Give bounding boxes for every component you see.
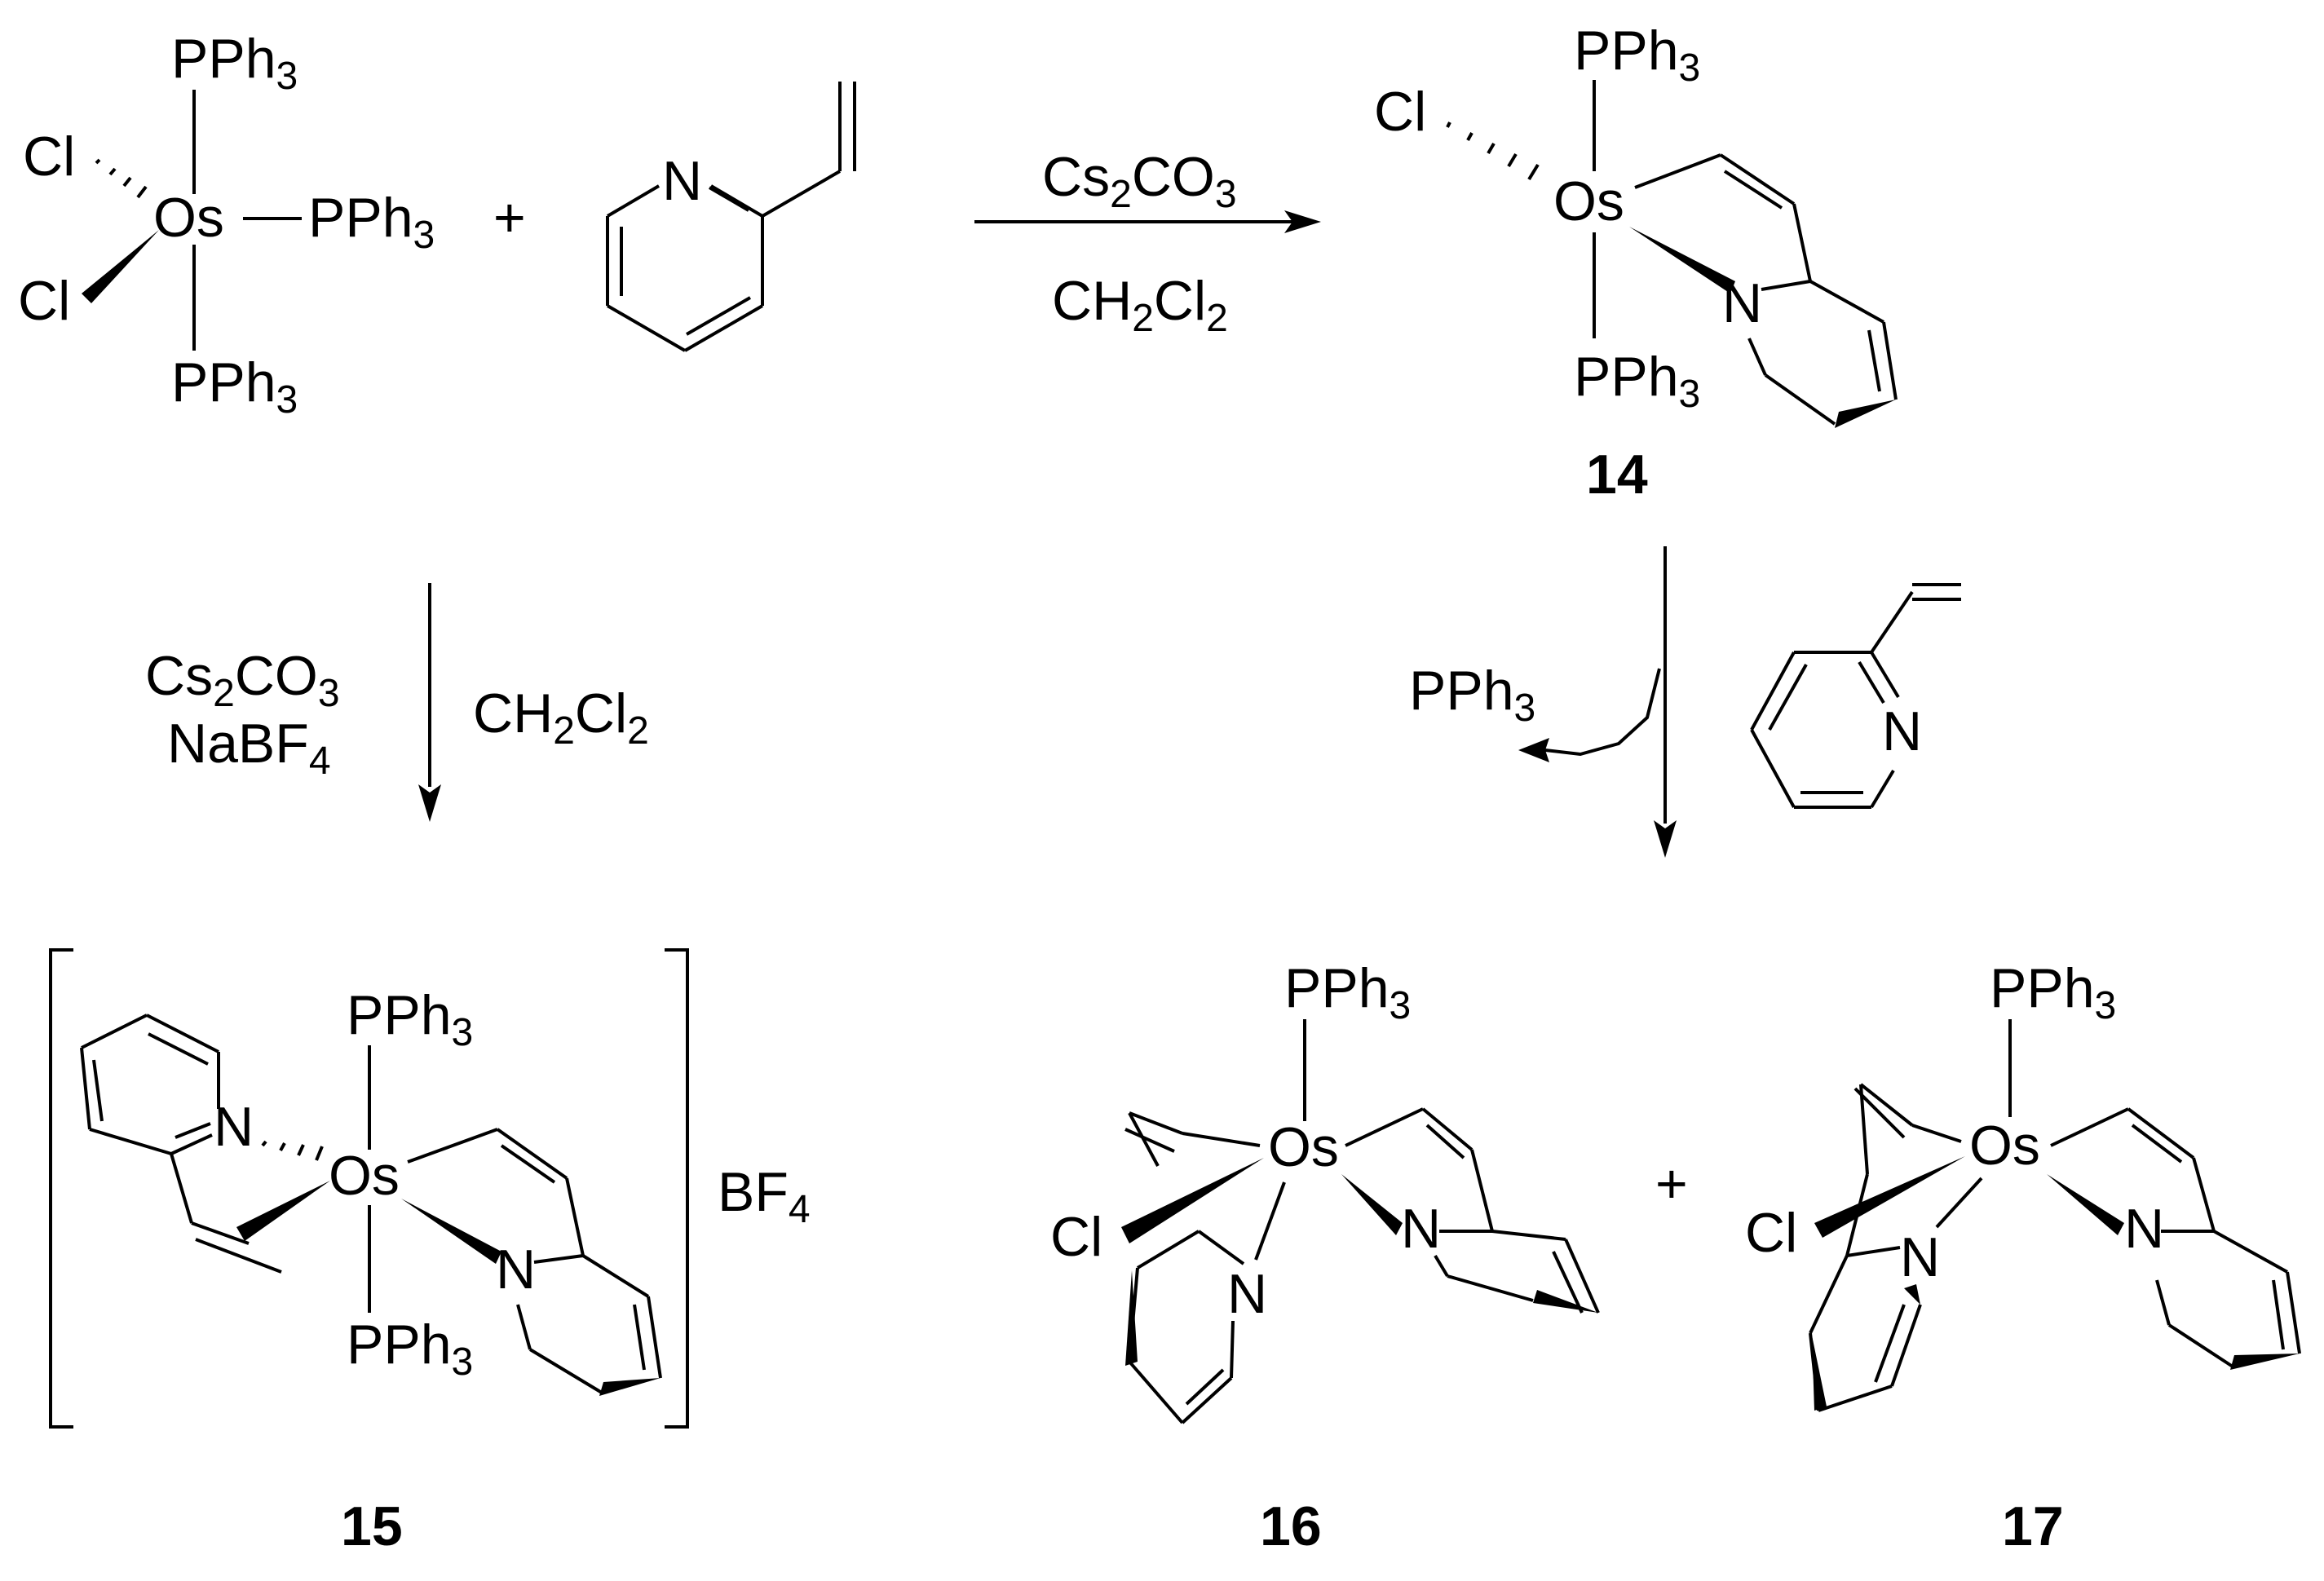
wedge-bond-n-14 (1629, 227, 1735, 294)
pph3-bottom-label-15: PPh3 (347, 1314, 473, 1384)
os-atom: Os (153, 187, 224, 249)
reaction-arrow-top: Cs2CO3 CH2Cl2 (974, 146, 1321, 340)
pyridine-n-atom-15b: N (496, 1239, 536, 1301)
pyridine-n-atom-14: N (1722, 272, 1762, 334)
cl-atom-lower: Cl (18, 270, 70, 332)
bracket-right (665, 948, 689, 1429)
solvent-ch2cl2-top: CH2Cl2 (1052, 270, 1228, 340)
reagent-cs2co3-left: Cs2CO3 (145, 645, 340, 715)
pph3-bottom-label: PPh3 (171, 351, 298, 422)
bracket-left (49, 948, 73, 1429)
curved-arrow-pph3 (1544, 668, 1661, 757)
plus-sign-2: + (1655, 1153, 1688, 1215)
wedge-bond-cl (82, 230, 159, 303)
reaction-arrow-left: Cs2CO3 NaBF4 CH2Cl2 (145, 583, 649, 822)
cl-atom-16: Cl (1050, 1206, 1102, 1268)
compound-label-16: 16 (1260, 1495, 1322, 1557)
leaving-pph3: PPh3 (1409, 660, 1535, 730)
pph3-top-label-17: PPh3 (1990, 957, 2116, 1027)
pyridine-n-atom-16b: N (1401, 1198, 1441, 1260)
pph3-right-label: PPh3 (308, 187, 435, 257)
cl-atom-17: Cl (1745, 1202, 1797, 1264)
pyridine-n-atom-15a: N (214, 1096, 254, 1158)
pyridine-n-atom-17b: N (2124, 1198, 2164, 1260)
hashed-bond-cl (95, 158, 148, 199)
cl-atom-14: Cl (1374, 81, 1426, 143)
pph3-bottom-label-14: PPh3 (1574, 346, 1700, 416)
compound-label-17: 17 (2002, 1495, 2064, 1557)
os-atom-17: Os (1969, 1115, 2040, 1177)
compound-label-14: 14 (1586, 444, 1648, 506)
pyridine-n-atom-right: N (1882, 700, 1922, 762)
hashed-bond-cl-14 (1446, 121, 1540, 181)
compound-label-15: 15 (341, 1495, 403, 1557)
vinylpyridine-reagent-top: N (606, 82, 856, 352)
pyridine-n-atom: N (662, 150, 702, 212)
pph3-top-label-14: PPh3 (1574, 20, 1700, 90)
reaction-arrow-right: PPh3 N (1409, 546, 1961, 858)
starting-complex: PPh3 Os PPh3 PPh3 Cl Cl (18, 28, 435, 422)
solvent-ch2cl2-left: CH2Cl2 (473, 682, 649, 753)
compound-14: PPh3 Os PPh3 Cl N 14 (1374, 20, 1898, 506)
os-atom-14: Os (1553, 170, 1624, 232)
vinylpyridine-reagent-right: N (1750, 583, 1961, 809)
pph3-top-label: PPh3 (171, 28, 298, 98)
os-atom-16: Os (1268, 1116, 1339, 1178)
compound-17: PPh3 Os Cl N N 17 (1745, 957, 2301, 1557)
reagent-nabf4-left: NaBF4 (167, 713, 331, 783)
reagent-cs2co3-top: Cs2CO3 (1042, 146, 1237, 216)
pyridine-n-atom-17a: N (1900, 1226, 1940, 1288)
cl-atom-upper: Cl (23, 126, 75, 188)
pyridine-n-atom-16a: N (1227, 1263, 1267, 1325)
compound-16: PPh3 Os Cl N N 16 (1050, 957, 1600, 1557)
compound-15: BF4 PPh3 Os PPh3 N N (49, 948, 811, 1557)
bf4-counterion: BF4 (718, 1161, 811, 1231)
pph3-top-label-16: PPh3 (1284, 957, 1411, 1027)
plus-sign-1: + (493, 187, 526, 249)
pph3-top-label-15: PPh3 (347, 984, 473, 1054)
os-atom-15: Os (329, 1145, 400, 1207)
